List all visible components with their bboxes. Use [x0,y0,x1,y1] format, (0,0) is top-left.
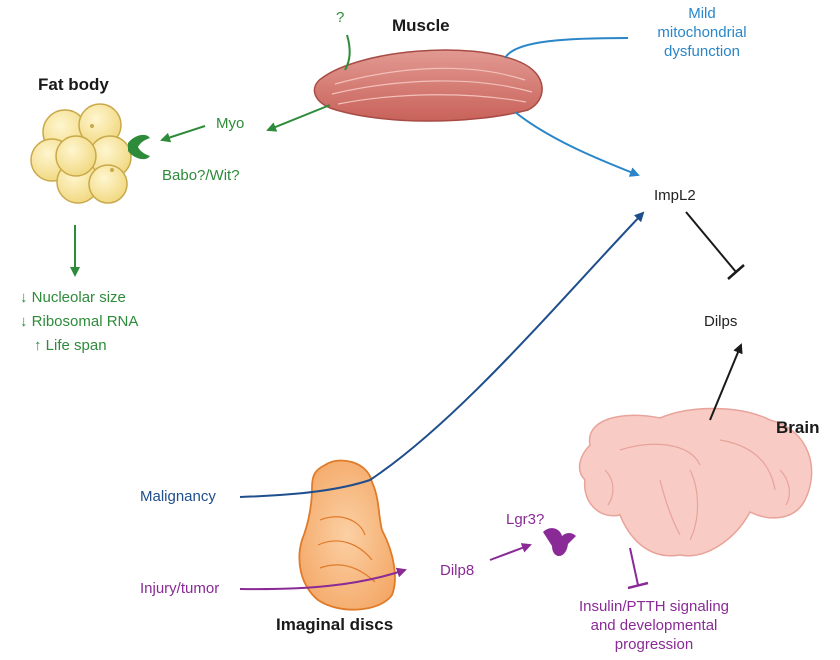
fat-body-label: Fat body [38,75,109,94]
muscle-label: Muscle [392,16,450,35]
dilps-label: Dilps [704,312,737,331]
mito-dysfunction-label: Mild mitochondrial dysfunction [632,4,772,61]
unknown-signal-label: ? [336,8,344,27]
malignancy-label: Malignancy [140,487,216,506]
brain-inhibits-ptth-line [630,548,638,585]
mito-line-1: Mild [632,4,772,23]
insulin-ptth-effect: Insulin/PTTH signaling and developmental… [566,597,742,654]
muscle-to-impl2-arrow [515,112,638,175]
fat-body-organ [31,104,131,203]
ribosomal-rna-effect: ↓ Ribosomal RNA [20,312,138,331]
nucleolar-size-effect: ↓ Nucleolar size [20,288,138,307]
impl2-inhibits-dilps-line [686,212,736,272]
ptth-line-3: progression [566,635,742,654]
imaginal-discs-label: Imaginal discs [276,615,393,634]
myo-to-fatbody-arrow [162,126,205,140]
myo-arrow [268,105,330,130]
fat-body-effects: ↓ Nucleolar size ↓ Ribosomal RNA ↑ Life … [20,288,138,355]
dilp8-to-lgr3-arrow [490,545,530,560]
brain-label: Brain [776,418,819,437]
injury-tumor-label: Injury/tumor [140,579,219,598]
life-span-effect: ↑ Life span [20,336,138,355]
impl2-inhibition-bar [728,265,744,279]
myo-label: Myo [216,114,244,133]
mito-line-2: mitochondrial [632,23,772,42]
lgr3-receptor-icon [543,528,576,556]
mito-to-muscle-line [505,38,628,58]
dilp8-label: Dilp8 [440,561,474,580]
lgr3-label: Lgr3? [506,510,544,529]
mito-line-3: dysfunction [632,42,772,61]
babo-wit-label: Babo?/Wit? [162,166,240,185]
impl2-label: ImpL2 [654,186,696,205]
ptth-line-2: and developmental [566,616,742,635]
ptth-line-1: Insulin/PTTH signaling [566,597,742,616]
